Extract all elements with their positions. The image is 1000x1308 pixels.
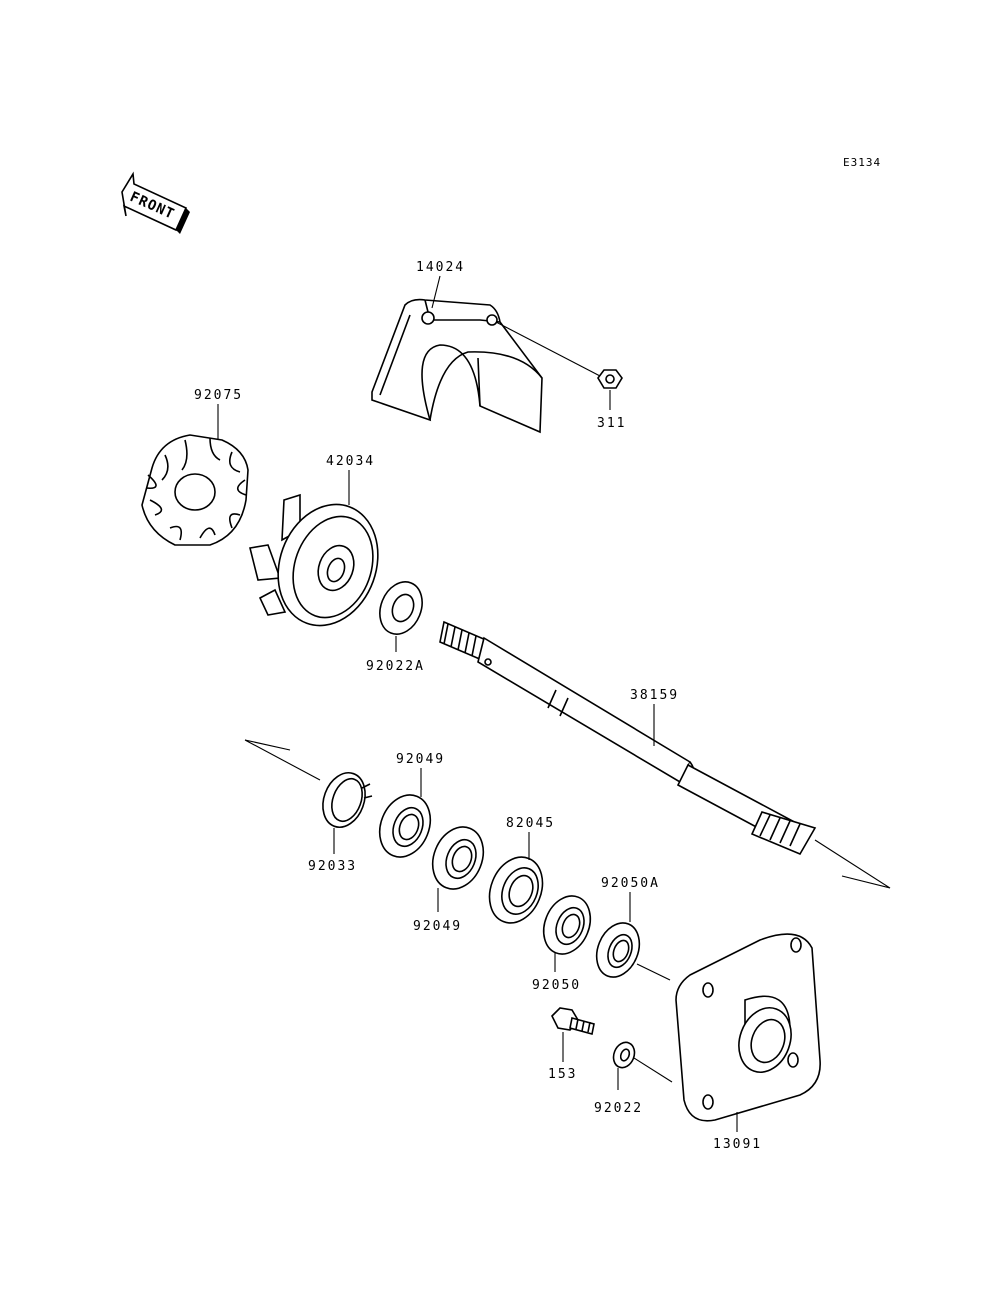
label-92049-top: 92049: [396, 752, 445, 767]
axis-arrow-right: [814, 839, 891, 889]
housing-13091: [675, 933, 821, 1122]
seal-92050: [542, 895, 592, 955]
seal-92049-bottom: [431, 826, 485, 890]
diagram-code: E3134: [843, 156, 881, 169]
washer-92022A: [379, 581, 423, 635]
bolt-153: [551, 1007, 595, 1035]
label-153: 153: [548, 1067, 577, 1082]
circlip-92033: [322, 772, 373, 828]
impeller-42034: [249, 493, 379, 627]
damper-92075: [141, 434, 249, 546]
label-92075: 92075: [194, 388, 243, 403]
label-38159: 38159: [630, 688, 679, 703]
label-92022A: 92022A: [366, 659, 425, 674]
label-92049-bottom: 92049: [413, 919, 462, 934]
washer-92022: [612, 1041, 636, 1069]
label-311: 311: [597, 416, 626, 431]
label-42034: 42034: [326, 454, 375, 469]
nut-311: [597, 369, 623, 389]
seal-92049-top: [378, 794, 432, 858]
label-82045: 82045: [506, 816, 555, 831]
label-92022: 92022: [594, 1101, 643, 1116]
seal-92050A: [595, 922, 641, 978]
label-14024: 14024: [416, 260, 465, 275]
axis-arrow-left: [244, 739, 321, 781]
cover-14024: [371, 298, 543, 434]
front-arrow-icon: FRONT: [121, 171, 190, 234]
label-92033: 92033: [308, 859, 357, 874]
label-92050: 92050: [532, 978, 581, 993]
label-13091: 13091: [713, 1137, 762, 1152]
bearing-82045: [488, 856, 544, 924]
shaft-38159: [439, 620, 817, 856]
label-92050A: 92050A: [601, 876, 660, 891]
